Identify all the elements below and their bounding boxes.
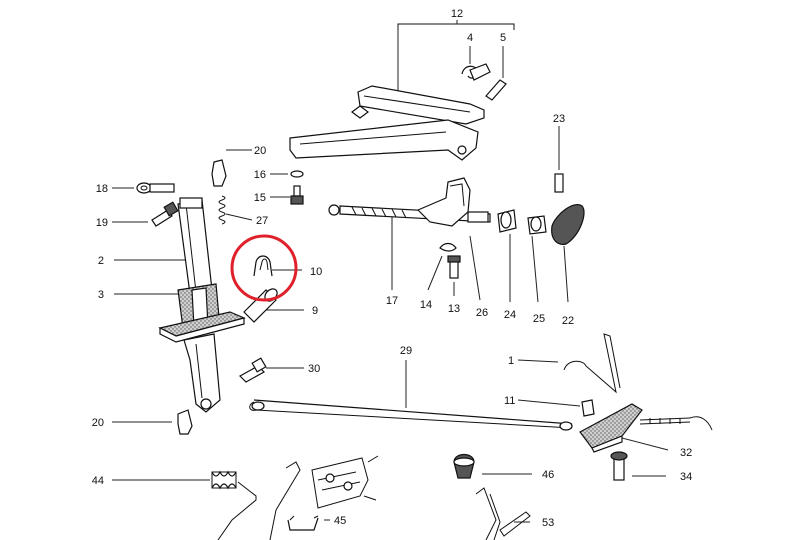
part-44-spring [112,470,237,490]
part-17-shift-rod [328,177,491,301]
callout-26: 26 [476,307,488,319]
callout-18: 18 [96,183,108,195]
highlight-circle-part-10 [230,234,298,302]
callout-13: 13 [448,303,460,315]
part-5-pin [485,46,507,101]
part-46-boot [453,453,532,479]
part-1-wire-spring [517,333,621,394]
callout-2: 2 [98,255,104,267]
callout-34: 34 [680,471,692,483]
callout-45: 45 [334,515,346,527]
part-rod-lower-left [217,461,301,540]
part-10-spring-clip [253,255,302,277]
callout-32: 32 [680,447,692,459]
callout-11: 11 [504,395,515,407]
part-16-washer [270,170,304,178]
callout-25: 25 [533,313,545,325]
callout-9: 9 [312,305,318,317]
callout-29: 29 [400,345,412,357]
callout-15: 15 [254,192,266,204]
part-25-bushing [527,215,547,303]
callout-22: 22 [562,315,574,327]
part-12-mounting-bracket [289,20,515,161]
callout-44: 44 [92,475,104,487]
part-30-bolt [239,357,304,383]
part-lever-base [183,333,221,413]
callout-46: 46 [542,469,554,481]
part-19-screw [112,201,179,227]
callout-20-top: 20 [254,145,266,157]
callout-3: 3 [98,289,104,301]
part-20-clip-bottom [112,409,193,435]
callout-24: 24 [504,309,516,321]
part-34-bolt [610,451,666,481]
callout-20-bottom: 20 [92,417,104,429]
part-23-pin [554,126,564,193]
callout-12: 12 [451,8,463,20]
part-29-cable [249,360,573,431]
part-27-spring [218,195,253,225]
part-2-lever-arm [114,197,213,295]
part-3-rubber-boot [114,283,246,343]
callout-53: 53 [542,517,554,529]
callout-23: 23 [553,113,565,125]
callout-4: 4 [467,32,473,44]
part-24-bushing [497,209,517,302]
callout-14: 14 [420,299,432,311]
callout-1: 1 [508,355,514,367]
part-mechanism-lower-center [311,455,379,509]
part-14-clip [427,242,457,291]
callout-labels: 12 4 5 23 20 16 18 15 19 27 2 10 3 9 17 … [92,8,693,529]
part-32-bracket [579,403,713,453]
callout-30: 30 [308,363,320,375]
part-11-clip [517,399,595,417]
part-18-eye-bolt [112,182,175,194]
callout-5: 5 [500,32,506,44]
callout-10: 10 [310,266,322,278]
part-53-rod [475,487,531,540]
part-22-shift-knob [551,204,585,303]
part-15-screw [270,185,304,205]
callout-16: 16 [254,169,266,181]
part-20-clip-top [211,149,252,187]
callout-19: 19 [96,217,108,229]
part-13-screw [447,255,461,296]
callout-17: 17 [386,295,398,307]
part-4-clip [461,46,491,81]
callout-27: 27 [256,215,268,227]
part-45-bracket [287,515,330,531]
part-9-bushing [243,288,304,323]
